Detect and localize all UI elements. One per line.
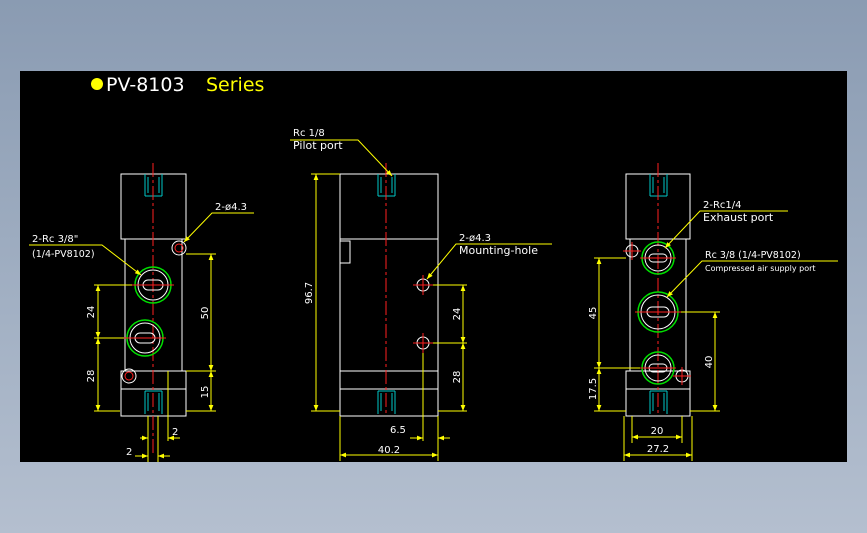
right-supply-port-icon [635, 291, 681, 333]
right-supply-callout: Rc 3/8 (1/4-PV8102) [705, 250, 801, 261]
drawing-canvas[interactable]: PV-8103 Series [20, 71, 847, 463]
left-dim-28: 28 [86, 370, 97, 383]
middle-dim-width: 40.2 [378, 445, 400, 456]
middle-hole-callout: 2-ø4.3 [459, 233, 491, 244]
middle-pilot-label: Pilot port [293, 139, 343, 152]
title-model: PV-8103 [106, 74, 185, 96]
right-exhaust-callout: 2-Rc1/4 [703, 200, 742, 211]
right-dim-40: 40 [704, 356, 715, 369]
left-port-upper-icon [132, 266, 174, 304]
left-view: 2-ø4.3 2-Rc 3/8" (1/4-PV8102) 24 28 50 1… [29, 163, 254, 463]
right-supply-label: Compressed air supply port [705, 264, 816, 273]
middle-dim-height: 96.7 [304, 282, 315, 304]
left-dim-50: 50 [200, 307, 211, 320]
left-port-callout-note: (1/4-PV8102) [32, 249, 95, 260]
right-exhaust-port-lower-icon [640, 351, 676, 385]
left-dim-15: 15 [200, 386, 211, 399]
left-port-lower-icon [124, 319, 166, 357]
left-mount-hole-lower-icon [121, 368, 137, 384]
left-dim-2-top: 2 [172, 427, 178, 438]
title-series: Series [206, 74, 264, 96]
right-dim-17-5: 17.5 [588, 378, 599, 400]
middle-pilot-tab [339, 240, 351, 264]
left-port-callout: 2-Rc 3/8" [32, 234, 78, 245]
left-mount-hole-upper-icon [171, 240, 187, 256]
middle-hole-label: Mounting-hole [459, 244, 538, 257]
right-dim-20: 20 [651, 426, 664, 437]
middle-mount-hole-lower-icon [413, 333, 433, 353]
right-mount-hole-upper-icon [623, 242, 641, 260]
left-dim-2-bottom: 2 [126, 447, 132, 458]
right-top-fitting-icon [649, 174, 668, 197]
right-view: 2-Rc1/4 Exhaust port Rc 3/8 (1/4-PV8102)… [588, 163, 838, 461]
middle-dim-28: 28 [452, 371, 463, 384]
title-bullet-icon [91, 78, 103, 90]
right-dim-27-2: 27.2 [647, 444, 669, 455]
right-exhaust-port-upper-icon [640, 241, 676, 275]
left-bottom-fitting-icon [144, 390, 163, 414]
title-block: PV-8103 Series [91, 74, 264, 96]
right-mount-hole-lower-icon [673, 367, 691, 385]
left-dim-24: 24 [86, 306, 97, 319]
middle-mount-hole-upper-icon [413, 275, 433, 295]
right-exhaust-label: Exhaust port [703, 211, 774, 224]
middle-dim-6-5: 6.5 [390, 425, 406, 436]
middle-pilot-callout: Rc 1/8 [293, 128, 325, 139]
left-hole-callout: 2-ø4.3 [215, 202, 247, 213]
drawing-svg: PV-8103 Series [29, 74, 838, 463]
middle-view: Rc 1/8 Pilot port 2-ø4.3 Mounting-hole 9… [290, 128, 552, 461]
middle-dim-24: 24 [452, 308, 463, 321]
right-bottom-fitting-icon [649, 390, 668, 414]
right-dim-45: 45 [588, 307, 599, 320]
middle-bottom-fitting-icon [377, 390, 396, 414]
